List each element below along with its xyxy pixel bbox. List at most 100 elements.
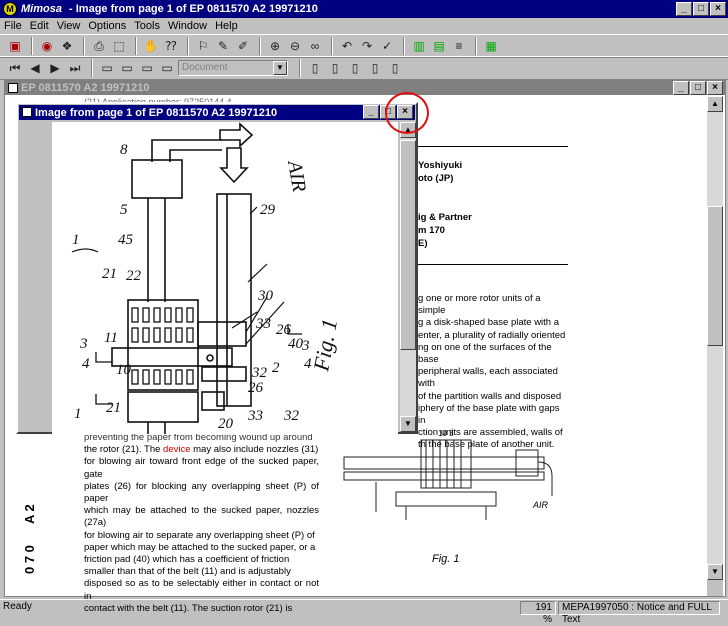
view-c-icon[interactable]: ▭ (141, 61, 153, 75)
svg-text:33: 33 (255, 316, 271, 332)
view-mode-select[interactable]: Document ▼ (178, 60, 288, 76)
svg-text:21: 21 (106, 400, 121, 416)
view-d-icon[interactable]: ▭ (161, 61, 173, 75)
annotation-circle (385, 92, 429, 134)
svg-text:5: 5 (120, 202, 128, 218)
zoom-in-icon[interactable]: ⊕ (269, 39, 281, 53)
tile-horizontal-icon[interactable]: ▤ (433, 39, 445, 53)
window-icon[interactable]: ▦ (485, 39, 497, 53)
svg-text:4: 4 (82, 356, 90, 372)
first-page-icon[interactable]: ⏮ (9, 60, 21, 75)
page-b-icon[interactable]: ▯ (331, 61, 339, 75)
fig-label-small: Fig. 1 (432, 553, 460, 565)
svg-text:20: 20 (218, 416, 234, 432)
menu-help[interactable]: Help (215, 20, 238, 32)
view-b-icon[interactable]: ▭ (121, 61, 133, 75)
view-a-icon[interactable]: ▭ (101, 61, 113, 75)
document-info: MEPA1997050 : Notice and FULL Text (558, 601, 720, 625)
scroll-down-button[interactable]: ▼ (707, 564, 723, 580)
svg-text:4: 4 (304, 356, 312, 372)
svg-text:1: 1 (74, 406, 82, 422)
page-d-icon[interactable]: ▯ (371, 61, 379, 75)
document-figure-thumbnail: 10 3 AIR Fig. 1 (343, 429, 553, 565)
minimize-button[interactable]: _ (676, 2, 692, 16)
hand-icon[interactable]: ✋ (143, 39, 159, 53)
menu-file[interactable]: File (4, 20, 22, 32)
representative-line-3: E) (418, 238, 428, 249)
svg-text:11: 11 (104, 330, 118, 346)
app-name: Mimosa (21, 3, 62, 15)
image-scrollbar[interactable]: ▲ ▼ (400, 122, 416, 432)
page-a-icon[interactable]: ▯ (311, 61, 319, 75)
image-scroll-down-button[interactable]: ▼ (400, 416, 416, 432)
inventor-line-2: oto (JP) (418, 173, 454, 184)
page-e-icon[interactable]: ▯ (391, 61, 399, 75)
air-label-small: AIR (532, 500, 549, 510)
svg-text:40: 40 (288, 336, 304, 352)
undo-icon[interactable]: ↶ (341, 39, 353, 53)
export-icon[interactable]: ⬚ (113, 39, 125, 53)
mimosa-logo-icon: M (3, 2, 17, 16)
patent-drawing-pane: AIR Fig. 1 8 5 45 1 21 22 29 30 33 26 40… (52, 122, 398, 434)
menu-edit[interactable]: Edit (29, 20, 49, 32)
chevron-down-icon[interactable]: ▼ (273, 61, 287, 75)
scroll-thumb[interactable] (707, 206, 723, 346)
menu-window[interactable]: Window (167, 20, 208, 32)
tile-vertical-icon[interactable]: ▥ (413, 39, 425, 53)
image-scroll-thumb[interactable] (400, 140, 416, 350)
svg-text:3: 3 (301, 338, 310, 354)
flag-icon[interactable]: ⚐ (197, 39, 209, 53)
svg-text:45: 45 (118, 232, 134, 248)
print-icon[interactable]: ⎙ (94, 38, 104, 53)
doc-close-button[interactable]: × (707, 81, 723, 95)
doc-restore-button[interactable]: □ (690, 81, 706, 95)
image-minimize-button[interactable]: _ (363, 105, 379, 119)
next-page-icon[interactable]: ▶ (50, 61, 60, 75)
open-icon[interactable]: ▣ (9, 39, 21, 53)
previous-page-icon[interactable]: ◀ (30, 61, 40, 75)
svg-text:21: 21 (102, 266, 117, 282)
scroll-up-button[interactable]: ▲ (707, 96, 723, 112)
svg-text:26: 26 (276, 322, 292, 338)
last-page-icon[interactable]: ⏭ (69, 60, 81, 75)
publication-code-digits: 0 7 0 (22, 545, 37, 574)
document-scrollbar[interactable]: ▲ ▼ (707, 96, 723, 580)
patent-drawing: AIR Fig. 1 8 5 45 1 21 22 29 30 33 26 40… (71, 122, 342, 434)
svg-text:10: 10 (116, 362, 132, 378)
maximize-button[interactable]: □ (693, 2, 709, 16)
svg-text:2: 2 (272, 360, 280, 376)
close-button[interactable]: × (710, 2, 726, 16)
query-icon[interactable]: ⁇ (165, 39, 177, 53)
menu-tools[interactable]: Tools (134, 20, 160, 32)
air-label: AIR (283, 157, 310, 193)
highlighted-term[interactable]: device (163, 444, 191, 456)
app-title-bar: M Mimosa - Image from page 1 of EP 08115… (0, 0, 728, 18)
doc-minimize-button[interactable]: _ (673, 81, 689, 95)
inventor-line-1: Yoshiyuki (418, 160, 463, 171)
menu-bar: File Edit View Options Tools Window Help (0, 18, 728, 34)
figure-label-numbers: 10 3 (438, 429, 454, 438)
svg-text:3: 3 (79, 336, 88, 352)
binoculars-icon[interactable]: ∞ (310, 39, 320, 53)
menu-view[interactable]: View (56, 20, 81, 32)
representative-line-1: ig & Partner (418, 212, 472, 223)
menu-options[interactable]: Options (88, 20, 127, 32)
main-toolbar: ▣ ◉ ❖ ⎙ ⬚ ✋ ⁇ ⚐ ✎ ✐ ⊕ ⊖ ∞ ↶ ↷ ✓ ▥ ▤ ≡ ▦ (0, 34, 728, 58)
image-window-title-bar: Image from page 1 of EP 0811570 A2 19971… (19, 105, 415, 120)
document-title: EP 0811570 A2 19971210 (21, 82, 150, 94)
network-icon[interactable]: ❖ (61, 39, 73, 53)
svg-text:32: 32 (251, 365, 268, 381)
image-document-icon (22, 107, 32, 117)
highlight-icon[interactable]: ✐ (237, 39, 249, 53)
zoom-out-icon[interactable]: ⊖ (289, 39, 301, 53)
fig-label: Fig. 1 (308, 317, 342, 374)
tools-icon[interactable]: ✎ (217, 39, 229, 53)
status-text: Ready (3, 601, 32, 612)
redo-icon[interactable]: ↷ (361, 39, 373, 53)
page-c-icon[interactable]: ▯ (351, 61, 359, 75)
mark-icon[interactable]: ✓ (381, 39, 393, 53)
search-db-icon[interactable]: ◉ (41, 39, 53, 53)
description-text: preventing the paper from becoming wound… (84, 432, 319, 614)
status-bar: Ready 191 % MEPA1997050 : Notice and FUL… (0, 599, 728, 625)
list-icon[interactable]: ≡ (455, 39, 463, 53)
